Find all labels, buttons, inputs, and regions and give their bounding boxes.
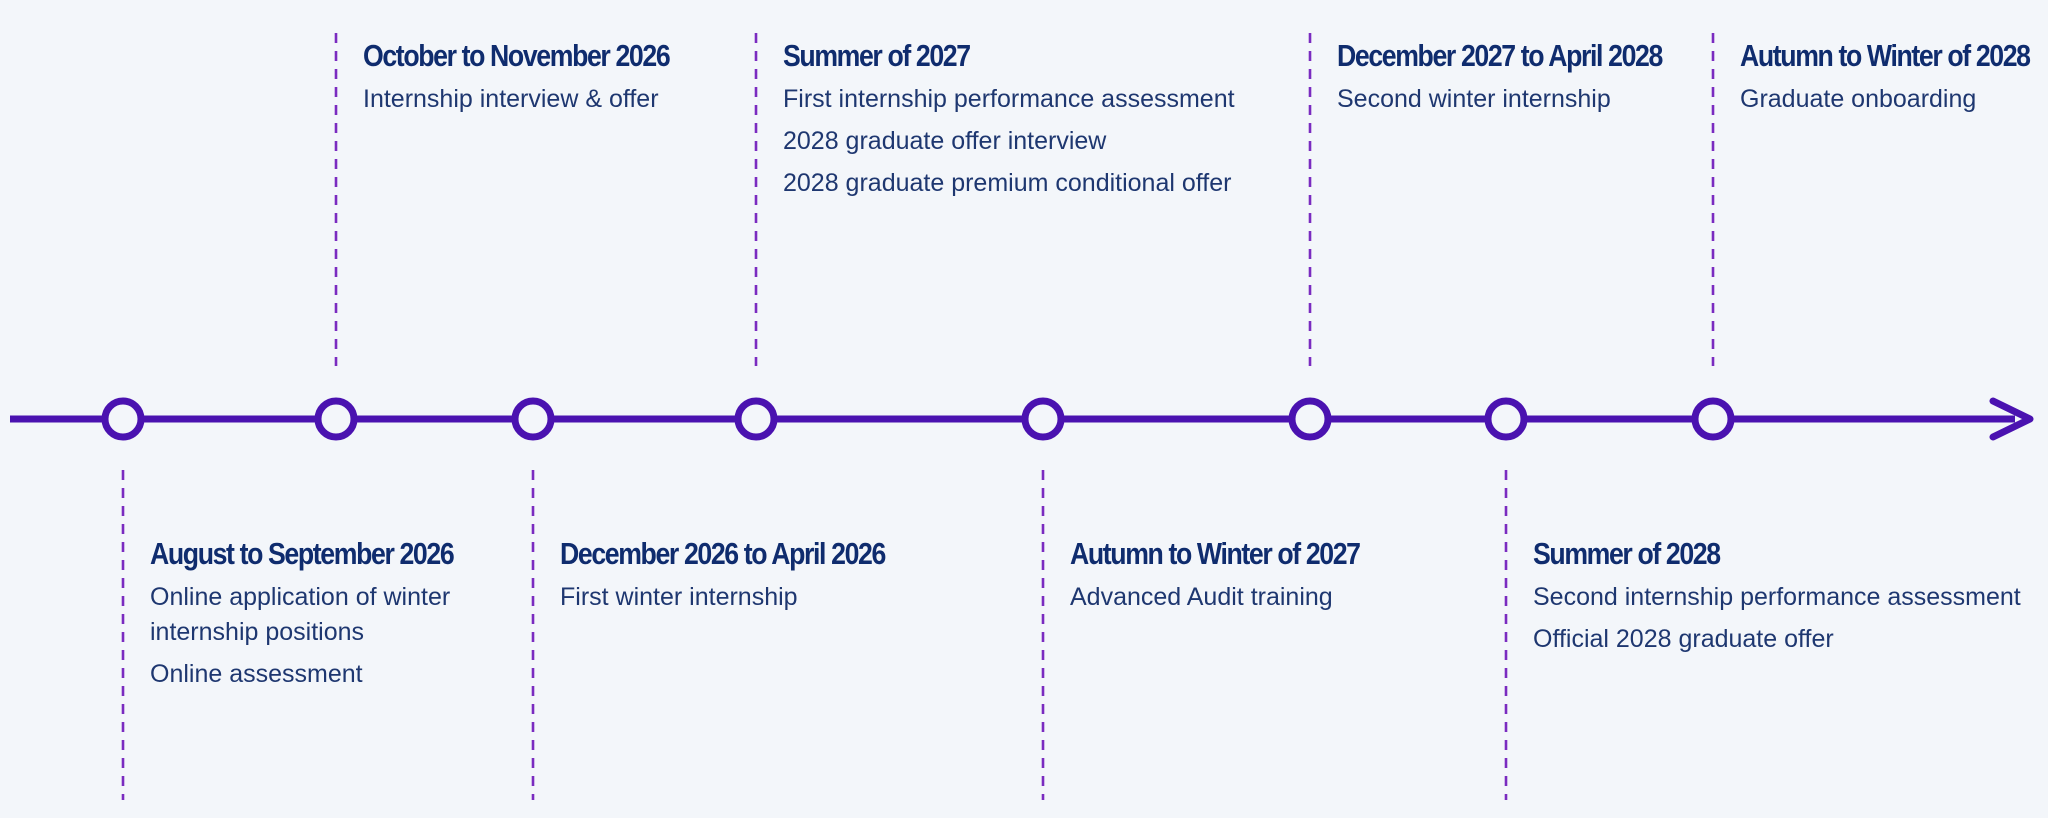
milestone-item: First winter internship bbox=[560, 583, 798, 611]
milestone-title: August to September 2026 bbox=[150, 536, 455, 571]
milestone-title: Autumn to Winter of 2027 bbox=[1070, 536, 1361, 571]
milestone-item: Second internship performance assessment bbox=[1533, 583, 2021, 611]
milestone-title: December 2026 to April 2026 bbox=[560, 536, 886, 571]
milestone-title: Summer of 2028 bbox=[1533, 536, 1721, 571]
milestone-title: Autumn to Winter of 2028 bbox=[1740, 38, 2031, 73]
milestone-item: Second winter internship bbox=[1337, 85, 1611, 113]
milestone-item: Internship interview & offer bbox=[363, 85, 659, 113]
milestone-title: October to November 2026 bbox=[363, 38, 671, 73]
milestone-node bbox=[1288, 397, 1332, 441]
milestone-item: Online application of winter internship … bbox=[150, 583, 451, 646]
milestone-node bbox=[1691, 397, 1735, 441]
milestone-item: Advanced Audit training bbox=[1070, 583, 1333, 611]
milestone-item: 2028 graduate offer interview bbox=[783, 127, 1107, 155]
milestone-node bbox=[314, 397, 358, 441]
milestone-node bbox=[734, 397, 778, 441]
milestone-item: Official 2028 graduate offer bbox=[1533, 625, 1834, 653]
arrow-right-icon bbox=[1989, 397, 2034, 441]
milestone-item: Graduate onboarding bbox=[1740, 85, 1977, 113]
milestone-node bbox=[1484, 397, 1528, 441]
milestone-item: 2028 graduate premium conditional offer bbox=[783, 169, 1232, 197]
milestone-title: Summer of 2027 bbox=[783, 38, 971, 73]
milestone-title: December 2027 to April 2028 bbox=[1337, 38, 1663, 73]
milestone-node bbox=[101, 397, 145, 441]
milestone-node bbox=[1021, 397, 1065, 441]
milestone-node bbox=[511, 397, 555, 441]
milestone-item: First internship performance assessment bbox=[783, 85, 1235, 113]
milestone-item: Online assessment bbox=[150, 660, 363, 688]
